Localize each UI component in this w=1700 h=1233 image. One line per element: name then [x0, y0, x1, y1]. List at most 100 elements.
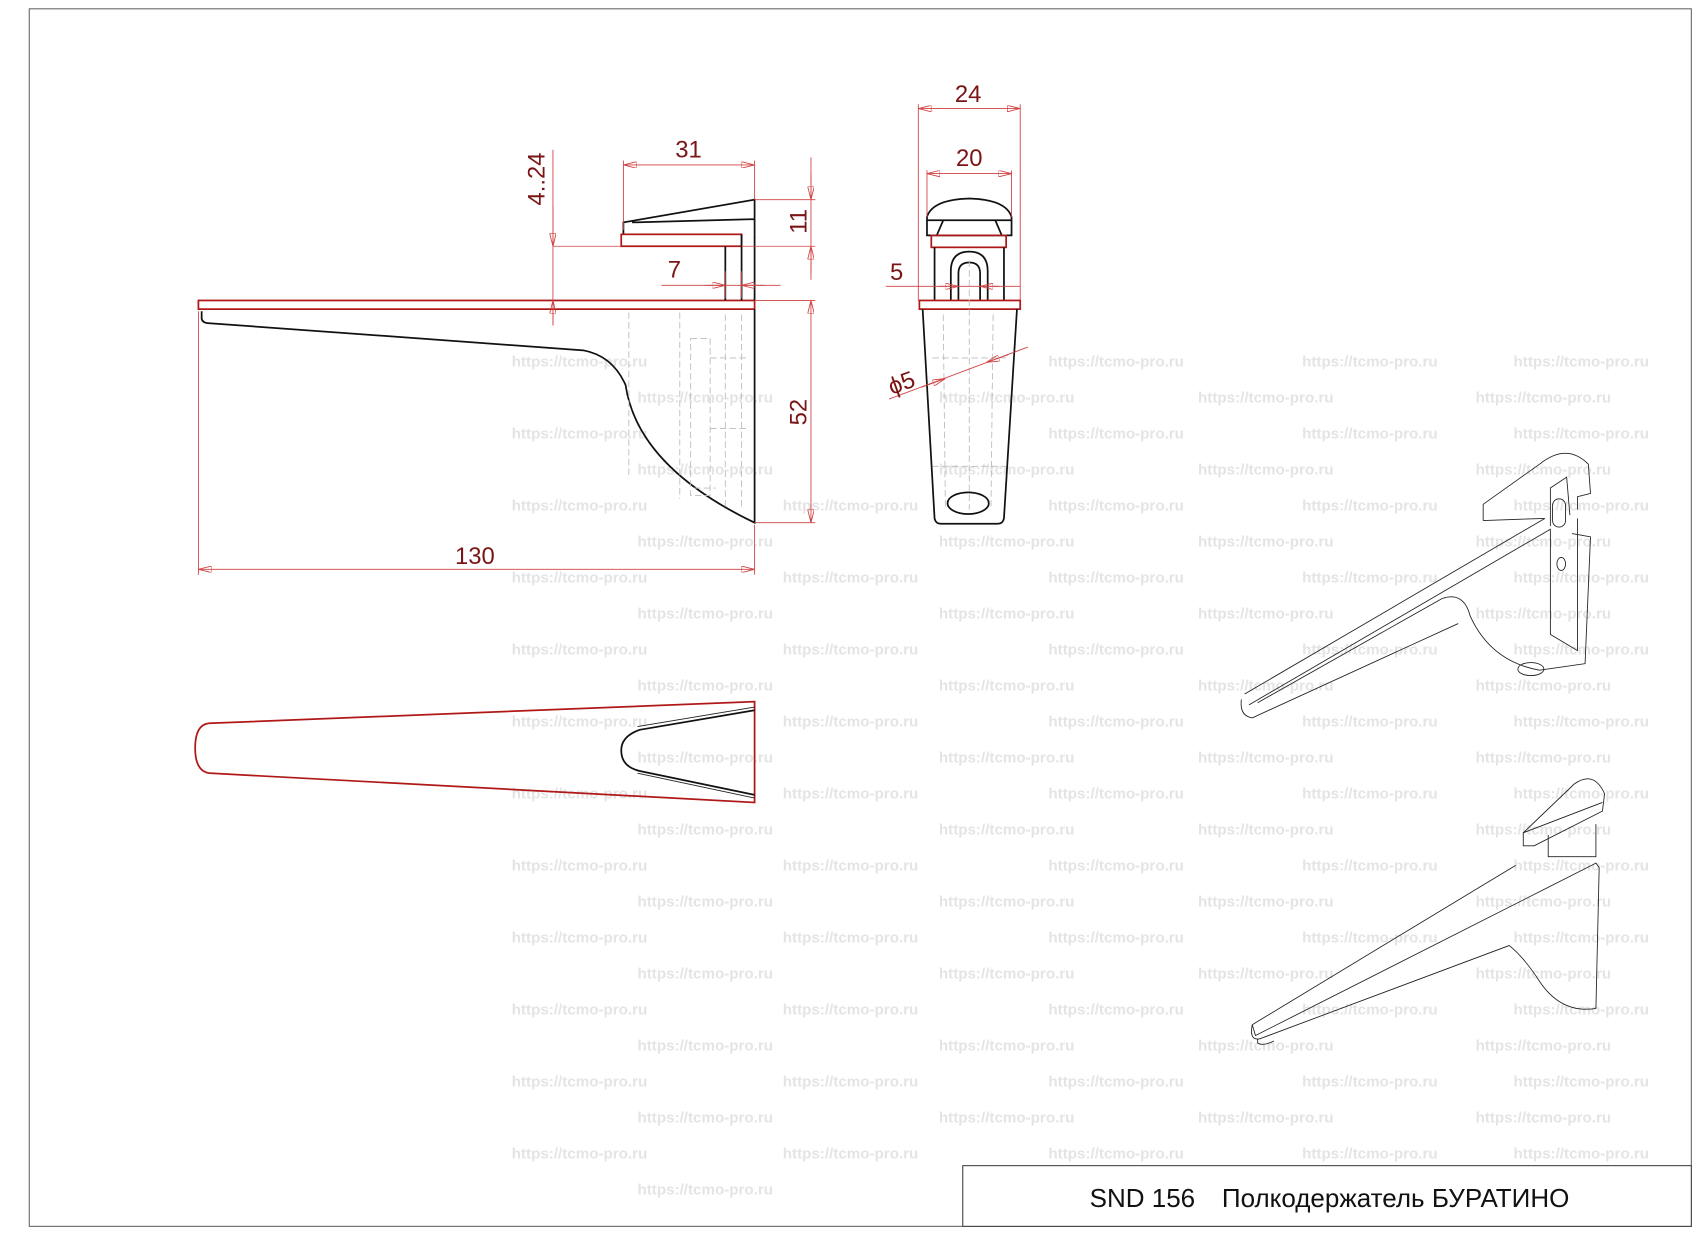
- watermark-text: https://tcmo-pro.ru: [1198, 894, 1334, 911]
- watermark-text: https://tcmo-pro.ru: [783, 570, 919, 587]
- watermark-text: https://tcmo-pro.ru: [1198, 1109, 1334, 1126]
- hidden-lines: [628, 312, 749, 510]
- clamp-plate-front: [930, 234, 1007, 249]
- top-view: [194, 700, 756, 804]
- watermark-text: https://tcmo-pro.ru: [1048, 426, 1184, 443]
- watermark-text: https://tcmo-pro.ru: [1476, 534, 1612, 551]
- watermark-text: https://tcmo-pro.ru: [783, 786, 919, 803]
- bracket-body-contour: [200, 309, 756, 525]
- watermark-text: https://tcmo-pro.ru: [1048, 498, 1184, 515]
- dimension-label-hole-diameter: ϕ5: [885, 366, 919, 400]
- watermark-text: https://tcmo-pro.ru: [783, 930, 919, 947]
- watermark-text: https://tcmo-pro.ru: [939, 1109, 1075, 1126]
- watermark-text: https://tcmo-pro.ru: [1198, 606, 1334, 623]
- watermark-text: https://tcmo-pro.ru: [512, 930, 648, 947]
- watermark-text: https://tcmo-pro.ru: [1198, 534, 1334, 551]
- watermark-text: https://tcmo-pro.ru: [1476, 966, 1612, 983]
- watermark-text: https://tcmo-pro.ru: [1198, 1037, 1334, 1054]
- watermark-text: https://tcmo-pro.ru: [512, 858, 648, 875]
- watermark-text: https://tcmo-pro.ru: [512, 642, 648, 659]
- watermark-text: https://tcmo-pro.ru: [638, 894, 774, 911]
- dimension-7: 7: [661, 257, 781, 299]
- watermark-text: https://tcmo-pro.ru: [1302, 570, 1438, 587]
- watermark-text: https://tcmo-pro.ru: [512, 786, 648, 803]
- clamp-plate: [620, 233, 743, 248]
- watermark-text: https://tcmo-pro.ru: [1514, 714, 1650, 731]
- watermark-text: https://tcmo-pro.ru: [512, 1002, 648, 1019]
- watermark-text: https://tcmo-pro.ru: [783, 714, 919, 731]
- watermark-text: https://tcmo-pro.ru: [783, 1002, 919, 1019]
- watermark-text: https://tcmo-pro.ru: [1514, 570, 1650, 587]
- dimension-31: 31: [622, 136, 756, 230]
- watermark-text: https://tcmo-pro.ru: [939, 390, 1075, 407]
- watermark-text: https://tcmo-pro.ru: [1302, 498, 1438, 515]
- watermark-text: https://tcmo-pro.ru: [1048, 858, 1184, 875]
- watermark-text: https://tcmo-pro.ru: [638, 462, 774, 479]
- isometric-view-lower: [1251, 778, 1606, 1045]
- dimension-label-body-height: 52: [786, 399, 813, 426]
- watermark-text: https://tcmo-pro.ru: [1048, 786, 1184, 803]
- watermark-text: https://tcmo-pro.ru: [1476, 894, 1612, 911]
- watermark-text: https://tcmo-pro.ru: [1476, 390, 1612, 407]
- watermark-text: https://tcmo-pro.ru: [1198, 822, 1334, 839]
- watermark-text: https://tcmo-pro.ru: [1048, 1145, 1184, 1162]
- watermark-text: https://tcmo-pro.ru: [783, 1073, 919, 1090]
- screw-hole: [946, 491, 990, 515]
- watermark-text: https://tcmo-pro.ru: [939, 894, 1075, 911]
- watermark-text: https://tcmo-pro.ru: [939, 678, 1075, 695]
- shelf-outline: [197, 299, 756, 311]
- watermark-text: https://tcmo-pro.ru: [939, 534, 1075, 551]
- watermark-layer: https://tcmo-pro.ru https://tcmo-pro.ru ht…: [512, 354, 1649, 1199]
- watermark-text: https://tcmo-pro.ru: [1048, 714, 1184, 731]
- dimension-label-length: 130: [455, 543, 495, 570]
- dimension-label-slot-width: 5: [890, 259, 903, 286]
- watermark-text: https://tcmo-pro.ru: [638, 1109, 774, 1126]
- watermark-text: https://tcmo-pro.ru: [1198, 966, 1334, 983]
- watermark-text: https://tcmo-pro.ru: [1514, 786, 1650, 803]
- dimension-20: 20: [926, 145, 1012, 217]
- watermark-text: https://tcmo-pro.ru: [1048, 1073, 1184, 1090]
- dimension-label-clamp-height: 11: [786, 209, 813, 234]
- watermark-text: https://tcmo-pro.ru: [783, 498, 919, 515]
- watermark-text: https://tcmo-pro.ru: [1302, 930, 1438, 947]
- drawing-frame: [28, 8, 1692, 1227]
- watermark-text: https://tcmo-pro.ru: [512, 426, 648, 443]
- watermark-text: https://tcmo-pro.ru: [1198, 750, 1334, 767]
- watermark-text: https://tcmo-pro.ru: [512, 714, 648, 731]
- watermark-text: https://tcmo-pro.ru: [512, 1073, 648, 1090]
- dimension-label-overall-width: 24: [955, 81, 982, 108]
- watermark-text: https://tcmo-pro.ru: [638, 1037, 774, 1054]
- clamp-wedge: [622, 198, 756, 235]
- watermark-text: https://tcmo-pro.ru: [1514, 858, 1650, 875]
- watermark-text: https://tcmo-pro.ru: [783, 858, 919, 875]
- watermark-text: https://tcmo-pro.ru: [1198, 390, 1334, 407]
- watermark-text: https://tcmo-pro.ru: [1048, 642, 1184, 659]
- watermark-text: https://tcmo-pro.ru: [638, 534, 774, 551]
- watermark-text: https://tcmo-pro.ru: [638, 966, 774, 983]
- watermark-text: https://tcmo-pro.ru: [638, 822, 774, 839]
- watermark-text: https://tcmo-pro.ru: [1514, 498, 1650, 515]
- watermark-text: https://tcmo-pro.ru: [638, 606, 774, 623]
- top-view-notch: [620, 709, 755, 796]
- front-view: 24 20 5 ϕ5: [885, 81, 1028, 525]
- part-code: SND 156: [1090, 1183, 1196, 1213]
- watermark-text: https://tcmo-pro.ru: [939, 606, 1075, 623]
- watermark-text: https://tcmo-pro.ru: [638, 750, 774, 767]
- dimension-label-post-thickness: 7: [668, 257, 681, 284]
- dimension-5: 5: [885, 259, 1021, 287]
- watermark-text: https://tcmo-pro.ru: [939, 822, 1075, 839]
- watermark-text: https://tcmo-pro.ru: [1048, 354, 1184, 371]
- watermark-text: https://tcmo-pro.ru: [512, 498, 648, 515]
- watermark-text: https://tcmo-pro.ru: [1514, 426, 1650, 443]
- watermark-text: https://tcmo-pro.ru: [1514, 354, 1650, 371]
- watermark-text: https://tcmo-pro.ru: [1476, 1037, 1612, 1054]
- watermark-text: https://tcmo-pro.ru: [1302, 354, 1438, 371]
- watermark-text: https://tcmo-pro.ru: [939, 750, 1075, 767]
- watermark-text: https://tcmo-pro.ru: [939, 1037, 1075, 1054]
- clamp-post: [724, 234, 756, 301]
- title-block: SND 156 Полкодержатель БУРАТИНО: [962, 1165, 1692, 1227]
- watermark-text: https://tcmo-pro.ru: [638, 678, 774, 695]
- watermark-text: https://tcmo-pro.ru: [1514, 1145, 1650, 1162]
- dimension-label-clamp-width: 31: [675, 136, 702, 163]
